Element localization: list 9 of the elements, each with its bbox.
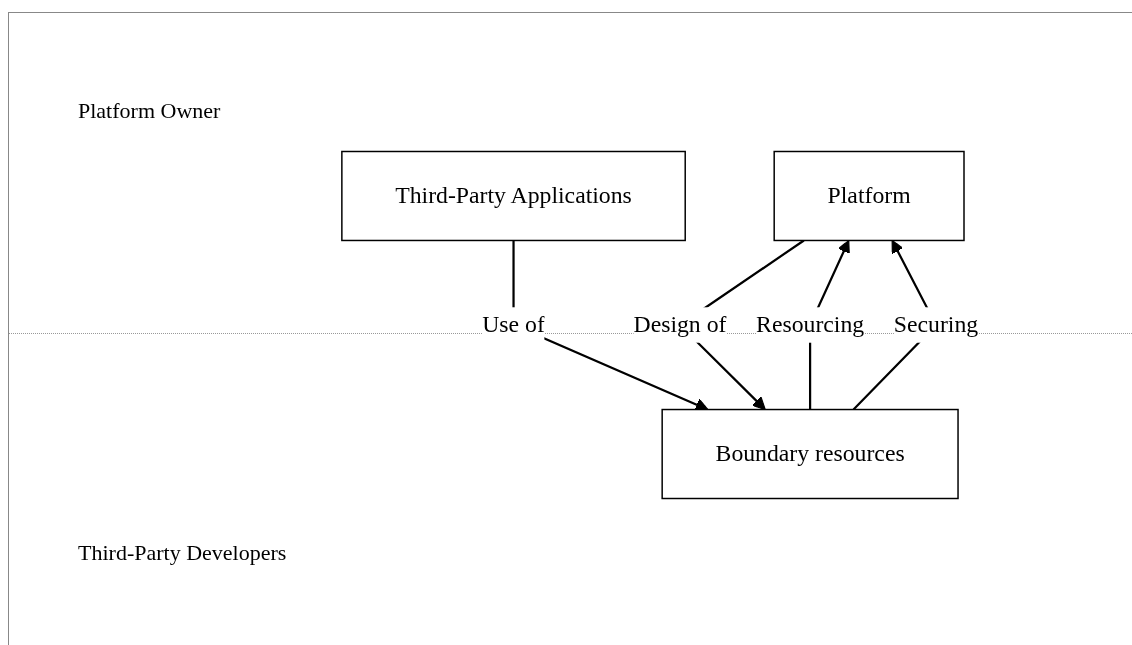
edge-label: Securing (893, 311, 979, 337)
lane-label: Third-Party Developers (78, 540, 287, 566)
node-box: Third-Party Applications (341, 150, 686, 242)
edge-label: Resourcing (756, 311, 865, 337)
lane-label: Platform Owner (78, 98, 221, 124)
node-box: Boundary resources (661, 408, 959, 500)
node-box: Platform (773, 150, 965, 242)
edge-label: Use of (482, 311, 545, 337)
edge-label: Design of (633, 311, 727, 337)
